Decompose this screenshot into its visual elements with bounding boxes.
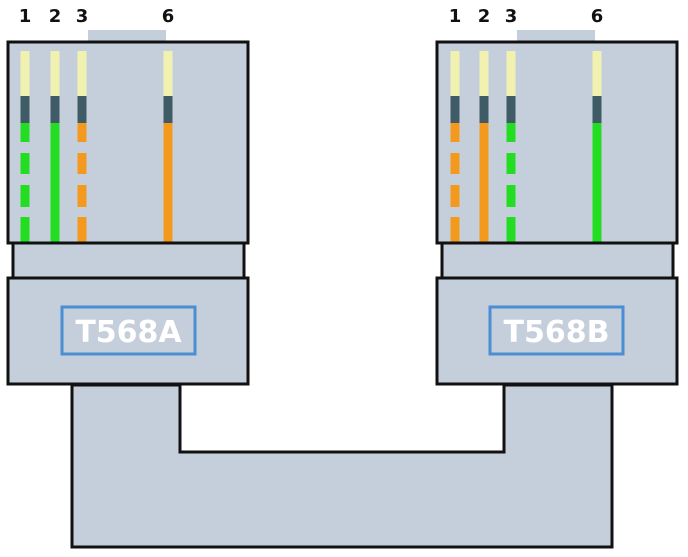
pin-1-wire-dash (20, 217, 30, 242)
pin-3-band (506, 96, 516, 123)
pin-2-tip (50, 51, 60, 96)
pin-1-tip (450, 51, 460, 96)
pin-2-tip (479, 51, 489, 96)
pin-number-3: 3 (505, 6, 518, 27)
pin-3-wire-dash (77, 217, 87, 242)
connector-neck (11, 241, 246, 281)
latch-tab (517, 30, 595, 43)
pin-1-wire-dash (20, 185, 30, 207)
pin-6-band (592, 96, 602, 123)
connector-head (435, 40, 679, 245)
pin-1-wire-dash (450, 123, 460, 142)
pin-number-6: 6 (591, 6, 604, 27)
pin-2-band (479, 96, 489, 123)
latch-tab (88, 30, 166, 43)
pin-number-1: 1 (19, 6, 32, 27)
connector-head (6, 40, 250, 245)
pin-6-band (163, 96, 173, 123)
pin-3-wire-dash (77, 153, 87, 174)
standard-label: T568B (504, 315, 610, 350)
connector-t568a: T568A 1 2 3 6 (6, 6, 250, 386)
cable (70, 383, 614, 549)
contact-pins (450, 51, 602, 242)
pin-3-tip (77, 51, 87, 96)
standard-label-box (488, 305, 625, 356)
pin-3-wire-dash (506, 123, 516, 142)
pin-number-6: 6 (162, 6, 175, 27)
pin-1-tip (20, 51, 30, 96)
pin-6-tip (592, 51, 602, 96)
pin-3-wire-dash (506, 217, 516, 242)
pin-3-wire-dash (77, 185, 87, 207)
pin-2-wire (50, 123, 60, 242)
contact-pins (20, 51, 173, 242)
pin-1-band (450, 96, 460, 123)
standard-label-box (60, 305, 197, 356)
pin-3-wire-dash (506, 153, 516, 174)
pin-1-wire-dash (20, 153, 30, 174)
pin-number-2: 2 (478, 6, 491, 27)
pin-1-wire-dash (450, 217, 460, 242)
pin-number-1: 1 (449, 6, 462, 27)
pin-6-wire (163, 123, 173, 242)
pin-number-2: 2 (49, 6, 62, 27)
standard-label: T568A (75, 315, 182, 350)
pin-3-tip (506, 51, 516, 96)
pin-2-band (50, 96, 60, 123)
pin-3-band (77, 96, 87, 123)
pin-3-wire-dash (506, 185, 516, 207)
pin-1-wire-dash (20, 123, 30, 142)
connector-t568b: T568B 1 2 3 6 (435, 6, 679, 386)
pin-1-wire-dash (450, 185, 460, 207)
pin-6-tip (163, 51, 173, 96)
pin-1-wire-dash (450, 153, 460, 174)
connector-neck (440, 241, 675, 281)
pin-6-wire (592, 123, 602, 242)
pin-2-wire (479, 123, 489, 242)
pin-number-3: 3 (76, 6, 89, 27)
pin-3-wire-dash (77, 123, 87, 142)
pin-1-band (20, 96, 30, 123)
